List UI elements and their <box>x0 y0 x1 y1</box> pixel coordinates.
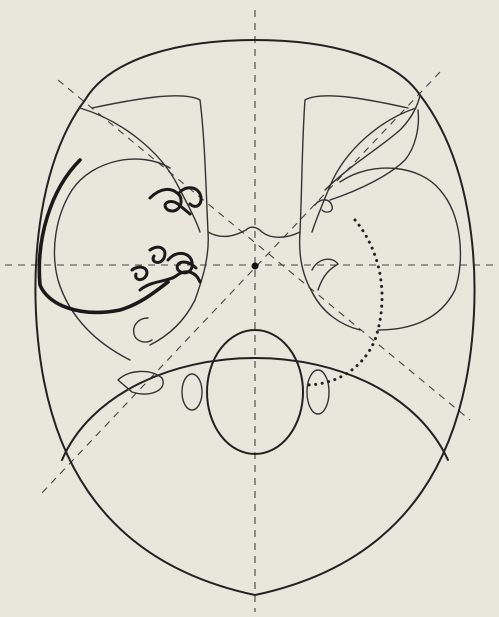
diagonal-axis-left-to-right <box>58 80 470 420</box>
right-middle-fossa <box>300 232 360 330</box>
left-occipital-condyle <box>182 374 202 410</box>
diagonal-axis-right-to-left <box>40 72 440 495</box>
left-heavy-boundary <box>39 160 168 312</box>
center-point <box>252 263 259 270</box>
right-sphenoid-ridge <box>325 95 420 190</box>
sella-turcica <box>208 227 300 237</box>
left-small-hook <box>134 318 152 342</box>
right-dotted-boundary <box>305 220 382 385</box>
left-suture-marks <box>132 188 201 290</box>
right-anterior-fossa <box>300 96 408 232</box>
skull-outline <box>35 40 474 595</box>
right-temporal-fossa <box>340 168 460 330</box>
right-petrous-notch <box>312 259 338 290</box>
right-occipital-condyle <box>307 370 329 414</box>
right-orbital-roof <box>312 108 416 232</box>
left-orbital-roof <box>80 108 200 232</box>
